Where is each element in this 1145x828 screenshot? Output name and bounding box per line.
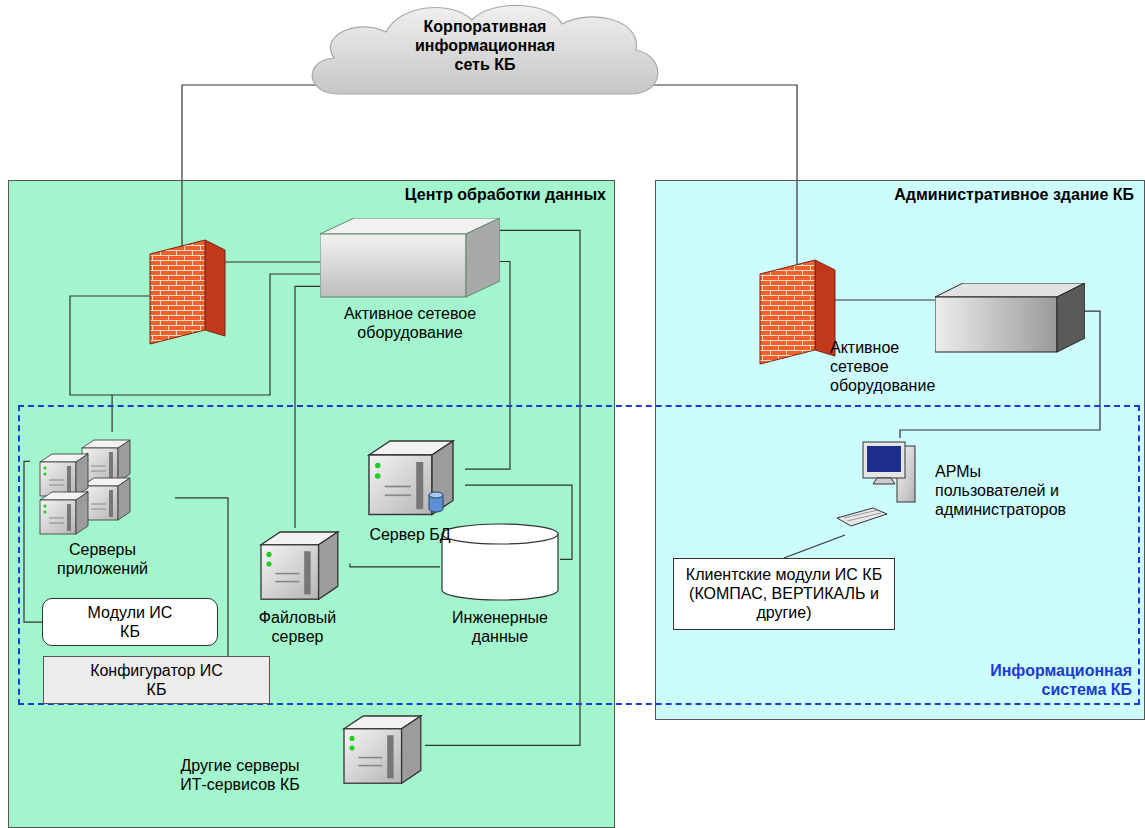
boundary-title: Информационная система КБ	[988, 661, 1132, 699]
connector	[24, 461, 42, 622]
file-server: Файловый сервер	[245, 528, 350, 646]
network-switch: Активное сетевое оборудование	[320, 218, 500, 342]
server-unit	[344, 716, 421, 783]
server: Другие серверы ИТ-сервисов КБ	[150, 712, 425, 807]
icon	[935, 283, 1085, 353]
module-box: Клиентские модули ИС КБ (КОМПАС, ВЕРТИКА…	[673, 558, 895, 630]
server-unit	[261, 532, 338, 599]
device-label: Активное сетевое оборудование	[320, 304, 500, 342]
db-server: Сервер БД	[355, 437, 465, 544]
device-label: Инженерные данные	[440, 608, 560, 646]
box-label: Клиентские модули ИС КБ (КОМПАС, ВЕРТИКА…	[680, 565, 888, 623]
firewall-symbol	[150, 240, 225, 344]
network-switch: Активное сетевое оборудование	[830, 283, 1085, 396]
firewall-symbol	[760, 260, 835, 364]
device-label: Серверы приложений	[30, 540, 175, 578]
wire	[825, 299, 938, 300]
device-label: Файловый сервер	[245, 608, 350, 646]
module-box: Модули ИС КБ	[42, 598, 218, 646]
cloud-shape	[312, 5, 658, 94]
box-label: Конфигуратор ИС КБ	[82, 661, 232, 699]
device-label: АРМы пользователей и администраторов	[935, 438, 1085, 520]
icon	[320, 218, 500, 298]
cloud-label: Корпоративная информационная сеть КБ	[405, 17, 565, 75]
icon	[835, 438, 925, 535]
data-store: Инженерные данные	[440, 522, 560, 646]
icon	[245, 528, 350, 608]
zone-title: Центр обработки данных	[9, 181, 614, 204]
zone-fill	[8, 180, 615, 828]
zone-fill	[655, 180, 1145, 720]
device-label: Сервер БД	[355, 525, 465, 544]
connector	[784, 535, 845, 558]
icon	[340, 712, 425, 792]
device-label: Другие серверы ИТ-сервисов КБ	[170, 756, 310, 794]
zone-title: Административное здание КБ	[656, 181, 1144, 204]
server-unit	[40, 492, 88, 534]
icon	[355, 437, 465, 527]
workstation: АРМы пользователей и администраторов	[835, 438, 1085, 535]
cloud: Корпоративная информационная сеть КБ	[300, 0, 670, 100]
module-box: Конфигуратор ИС КБ	[43, 656, 270, 704]
system-boundary: Информационная система КБ Серверы приложе…	[18, 405, 1140, 705]
server-group: Серверы приложений	[30, 432, 175, 578]
icon	[440, 522, 560, 602]
server-unit	[82, 440, 130, 482]
connector	[350, 564, 440, 567]
connector	[112, 274, 320, 432]
wire	[70, 296, 155, 395]
box-label: Модули ИС КБ	[80, 603, 180, 641]
device-label: Активное сетевое оборудование	[830, 338, 945, 396]
connector	[295, 286, 320, 528]
server-unit	[82, 478, 130, 520]
wire	[182, 85, 345, 250]
icon	[30, 432, 175, 537]
server-unit	[369, 441, 453, 515]
server-unit	[40, 454, 88, 496]
wire	[210, 261, 324, 262]
